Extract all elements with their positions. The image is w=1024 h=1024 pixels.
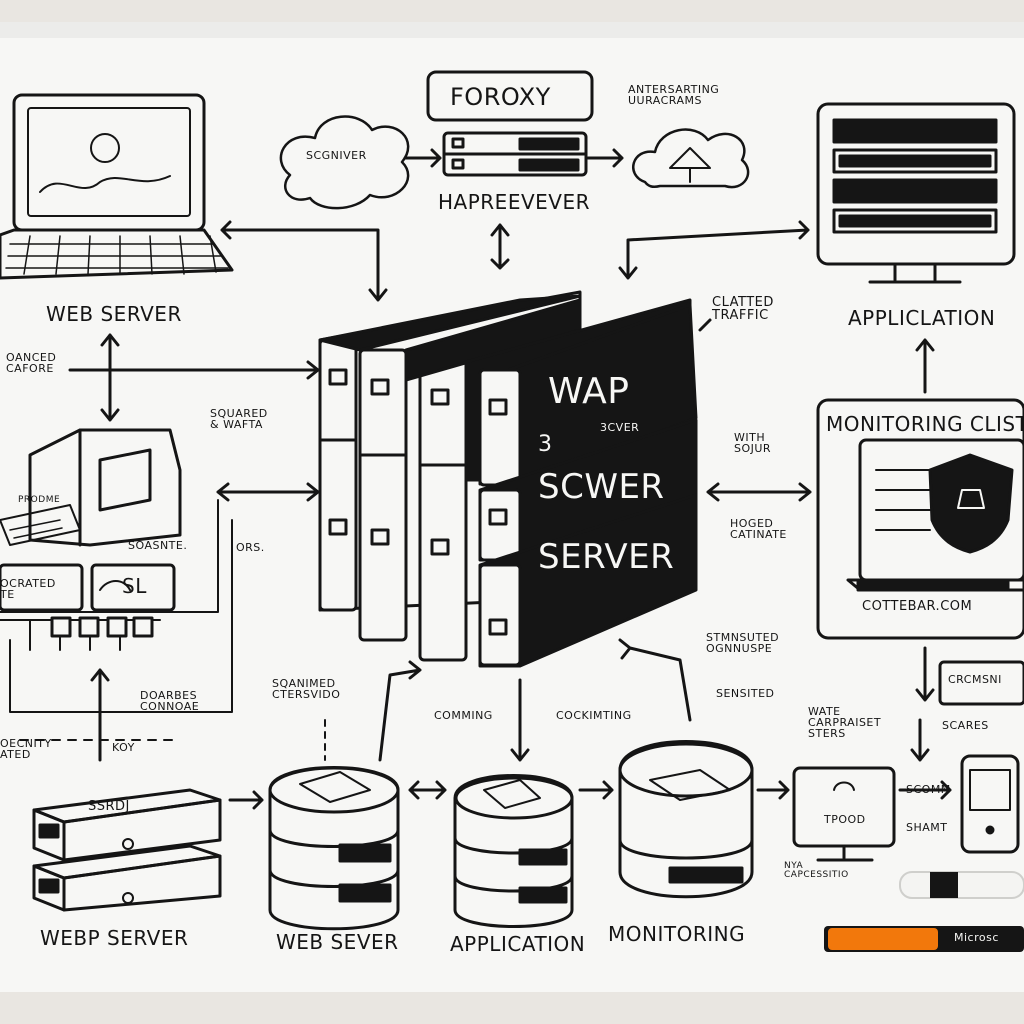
- web-server-top-title: WEB SERVER: [46, 302, 182, 326]
- note-ecinity: OECNITY ATED: [0, 737, 52, 761]
- stack-label-3: 3: [538, 432, 553, 457]
- note-prodme: PRODME: [18, 495, 61, 505]
- network-switch-icon: [0, 563, 176, 651]
- stack-label-scwer: SCWER: [538, 467, 665, 507]
- webp-server-rack-icon: [32, 788, 222, 912]
- stack-label-server: SERVER: [538, 537, 675, 577]
- stack-label-wap: WAP: [548, 371, 630, 412]
- note-comming: COMMING: [434, 709, 493, 722]
- monitoring-database-icon: [618, 740, 754, 899]
- monitoring-client-panel: [816, 398, 1024, 640]
- note-cockimting: COCKIMTING: [556, 709, 632, 722]
- note-hoged: HOGED CATINATE: [730, 517, 787, 541]
- monitoring-title: MONITORING: [608, 922, 746, 946]
- crcmsni-box: [938, 660, 1024, 706]
- web-sever-database-icon: [268, 766, 400, 931]
- note-crcmsni: CRCMSNI: [948, 673, 1002, 686]
- note-cradted: OCRATED TE: [0, 577, 56, 601]
- proxy-server-icon: [442, 131, 588, 177]
- cottebar-url: COTTEBAR.COM: [862, 599, 973, 614]
- cloud-right-icon: [632, 128, 750, 189]
- note-sqanimed: SQANIMED CTERSVIDO: [272, 677, 341, 701]
- application-top-title: APPLICLATION: [848, 306, 996, 330]
- mobile-phone-icon: [960, 754, 1020, 854]
- note-ors: ORS.: [236, 541, 265, 554]
- note-sl: SL: [122, 574, 147, 598]
- monitor-server-icon: [816, 102, 1016, 284]
- note-tpood: TPOOD: [824, 813, 866, 826]
- proxy-box: [426, 70, 594, 122]
- note-stmnsuted: STMNSUTED OGNNUSPE: [706, 631, 780, 655]
- note-scares: SCARES: [942, 719, 989, 732]
- note-shamt: SHAMT: [906, 821, 948, 834]
- central-server-stack: [318, 290, 698, 668]
- application-database-icon: [453, 774, 574, 928]
- note-sosnte: SOASNTE.: [128, 539, 188, 552]
- webp-server-title: WEBP SERVER: [40, 926, 189, 950]
- note-squared: SQUARED & WAFTA: [210, 407, 268, 431]
- proxy-caption: HAPREEVEVER: [438, 190, 590, 214]
- desktop-computer-icon: [792, 766, 896, 862]
- note-anced: OANCED CAFORE: [6, 351, 57, 375]
- note-with: WITH SOJUR: [734, 431, 772, 455]
- monitoring-clist-title: MONITORING CLIST: [826, 412, 1024, 436]
- note-clatted: CLATTED TRAFFIC: [712, 295, 774, 323]
- cloud-right-caption: ANTERSARTING UURACRAMS: [628, 83, 720, 107]
- note-ssrdj: SSRDJ: [88, 799, 130, 814]
- marker-brand: Microsc: [954, 931, 999, 944]
- laptop-icon: [0, 93, 234, 280]
- note-doarbes: DOARBES CONNOAE: [140, 689, 200, 713]
- note-scom: SCOMM: [906, 783, 951, 796]
- web-sever-title: WEB SEVER: [276, 930, 399, 954]
- white-marker: [899, 871, 1024, 899]
- note-koy: KOY: [112, 741, 135, 754]
- application-bottom-title: APPLICATION: [450, 932, 586, 956]
- orange-marker: [824, 926, 1024, 952]
- note-wate: WATE CARPRAISET STERS: [808, 705, 882, 740]
- connection-arrows: [0, 148, 952, 810]
- cloud-left-label: SCGNIVER: [306, 149, 367, 162]
- note-nya: NYA CAPCESSITIO: [784, 861, 849, 880]
- proxy-label: FOROXY: [450, 83, 551, 111]
- note-sensitied: SENSITED: [716, 687, 775, 700]
- stack-label-3cver: 3CVER: [600, 421, 640, 434]
- printer-icon: [0, 428, 182, 547]
